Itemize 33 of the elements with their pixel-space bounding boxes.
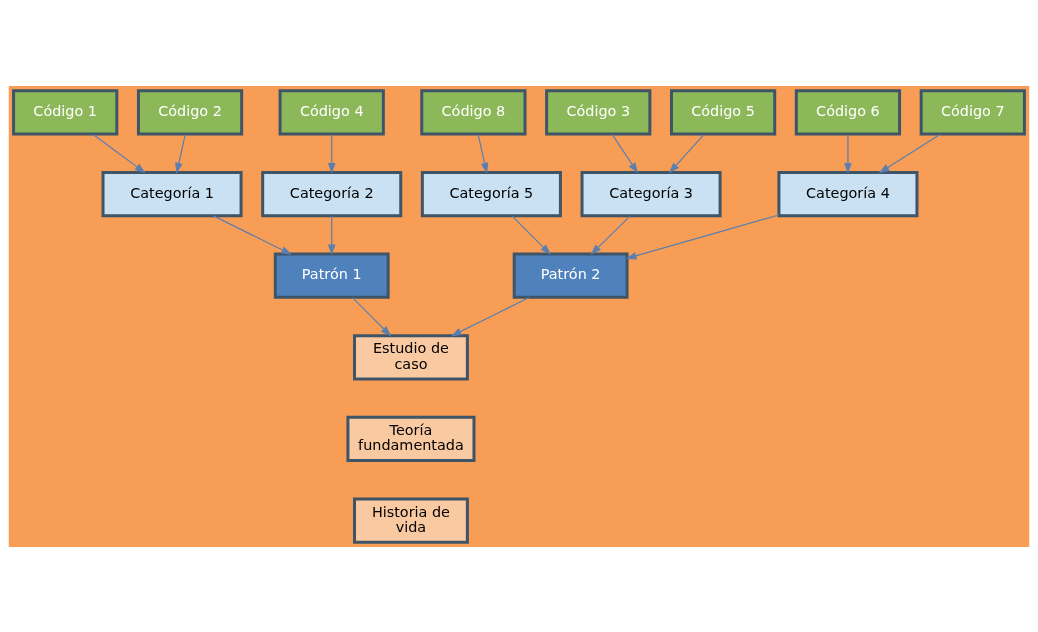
arrow <box>450 296 530 336</box>
arrow <box>175 133 186 174</box>
node-box: Código 1 <box>12 88 119 135</box>
node-box: Patrón 1 <box>273 252 390 299</box>
arrow <box>351 296 392 336</box>
arrow <box>477 133 489 174</box>
node-box: Categoría 2 <box>261 170 403 217</box>
arrow <box>611 133 639 173</box>
node-box: Categoría 4 <box>777 170 919 217</box>
arrow <box>327 214 336 255</box>
node-box: Código 4 <box>278 88 385 135</box>
node-box: Código 3 <box>545 88 652 135</box>
node-box: Teoría fundamentada <box>346 415 476 462</box>
arrow <box>213 214 293 255</box>
arrow <box>878 133 941 173</box>
node-box: Código 2 <box>136 88 244 135</box>
node-box: Categoría 1 <box>101 170 243 217</box>
arrow <box>92 133 146 173</box>
node-box: Código 7 <box>919 88 1026 135</box>
node-box: Historia de vida <box>353 497 469 544</box>
node-box: Patrón 2 <box>512 252 629 299</box>
node-box: Categoría 3 <box>580 170 722 217</box>
node-box: Estudio de caso <box>353 333 469 380</box>
arrow <box>625 213 780 259</box>
arrow <box>590 214 631 255</box>
node-box: Código 5 <box>669 88 777 135</box>
arrow <box>327 133 336 174</box>
node-box: Código 6 <box>794 88 902 135</box>
node-box: Código 8 <box>420 88 527 135</box>
node-box: Categoría 5 <box>420 170 562 217</box>
arrow <box>668 133 705 173</box>
arrow <box>511 214 551 255</box>
arrow <box>844 133 852 174</box>
